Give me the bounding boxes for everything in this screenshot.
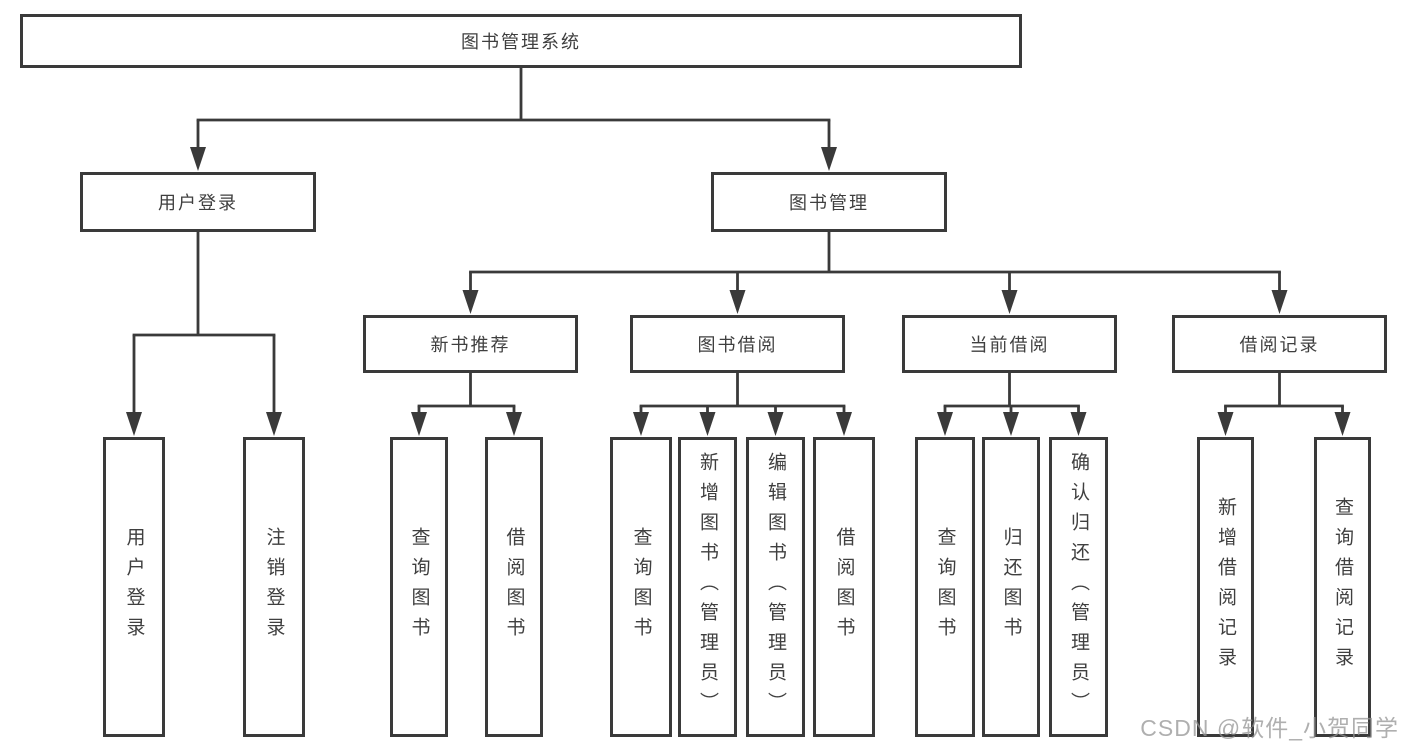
node-leaf-br-query: 查询借阅记录 bbox=[1314, 437, 1371, 737]
node-book-mgmt: 图书管理 bbox=[711, 172, 947, 232]
node-leaf-rec-borrow: 借阅图书 bbox=[485, 437, 543, 737]
node-label: 新增借阅记录 bbox=[1215, 497, 1236, 677]
node-leaf-cb-confirm: 确认归还（管理员） bbox=[1049, 437, 1108, 737]
node-label: 新增图书（管理员） bbox=[697, 452, 718, 722]
node-current-borrow: 当前借阅 bbox=[902, 315, 1117, 373]
node-label: 借阅记录 bbox=[1239, 335, 1320, 355]
node-label: 借阅图书 bbox=[503, 527, 525, 647]
node-leaf-cb-query: 查询图书 bbox=[915, 437, 975, 737]
node-label: 查询图书 bbox=[630, 527, 652, 647]
node-leaf-user-login: 用户登录 bbox=[103, 437, 165, 737]
node-borrow-records: 借阅记录 bbox=[1172, 315, 1387, 373]
node-label: 当前借阅 bbox=[969, 335, 1050, 355]
node-root: 图书管理系统 bbox=[20, 14, 1022, 68]
node-label: 用户登录 bbox=[158, 193, 238, 213]
node-label: 查询图书 bbox=[934, 527, 956, 647]
node-label: 归还图书 bbox=[1000, 527, 1022, 647]
node-leaf-bb-query: 查询图书 bbox=[610, 437, 672, 737]
node-label: 新书推荐 bbox=[430, 335, 511, 355]
node-label: 注销登录 bbox=[263, 527, 285, 647]
node-label: 图书管理 bbox=[789, 193, 869, 213]
node-leaf-bb-borrow: 借阅图书 bbox=[813, 437, 875, 737]
node-leaf-rec-query: 查询图书 bbox=[390, 437, 448, 737]
node-label: 查询图书 bbox=[408, 527, 430, 647]
node-leaf-bb-add: 新增图书（管理员） bbox=[678, 437, 737, 737]
node-label: 图书管理系统 bbox=[461, 32, 581, 52]
node-label: 编辑图书（管理员） bbox=[765, 452, 786, 722]
node-leaf-logout: 注销登录 bbox=[243, 437, 305, 737]
node-leaf-br-add: 新增借阅记录 bbox=[1197, 437, 1254, 737]
node-book-borrow: 图书借阅 bbox=[630, 315, 845, 373]
node-label: 确认归还（管理员） bbox=[1068, 452, 1089, 722]
node-label: 用户登录 bbox=[123, 527, 145, 647]
node-label: 图书借阅 bbox=[697, 335, 778, 355]
node-new-book-rec: 新书推荐 bbox=[363, 315, 578, 373]
node-user-login: 用户登录 bbox=[80, 172, 316, 232]
node-leaf-cb-return: 归还图书 bbox=[982, 437, 1040, 737]
csdn-watermark: CSDN @软件_小贺同学 bbox=[1140, 715, 1399, 741]
node-leaf-bb-edit: 编辑图书（管理员） bbox=[746, 437, 805, 737]
node-label: 借阅图书 bbox=[833, 527, 855, 647]
node-label: 查询借阅记录 bbox=[1332, 497, 1353, 677]
